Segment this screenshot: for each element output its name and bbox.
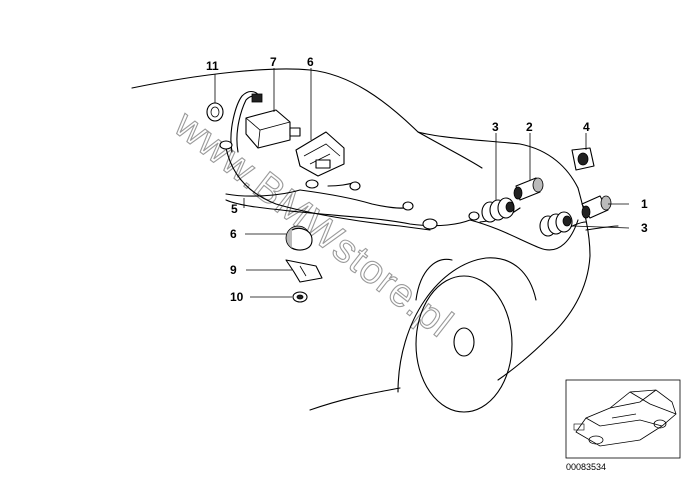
callout-7: 6 bbox=[230, 227, 237, 241]
callout-2: 2 bbox=[526, 120, 533, 134]
watermark: www.BMWstore.pl bbox=[166, 102, 461, 346]
callout-11: 11 bbox=[206, 59, 219, 73]
callout-4: 4 bbox=[583, 120, 590, 134]
reference-code: 00083534 bbox=[566, 462, 606, 472]
rear-wheel bbox=[397, 257, 537, 413]
callout-1: 1 bbox=[641, 197, 648, 211]
sensor-mount-part-3-upper bbox=[481, 197, 515, 223]
callout-5: 5 bbox=[231, 202, 238, 216]
cable-tube-part-5 bbox=[219, 90, 431, 231]
callout-3-upper: 3 bbox=[492, 120, 499, 134]
sensor-mount-part-3-lower bbox=[539, 211, 573, 237]
leader-lines bbox=[214, 68, 630, 298]
grommet-part-11 bbox=[206, 102, 224, 122]
cover-cap-part-7 bbox=[285, 225, 313, 251]
callout-9: 9 bbox=[230, 263, 237, 277]
callout-8: 7 bbox=[270, 55, 277, 69]
callout-3-lower: 3 bbox=[641, 221, 648, 235]
callout-labels: 11 7 6 3 2 4 1 3 5 6 9 10 bbox=[206, 55, 648, 304]
sensor-part-1 bbox=[581, 195, 612, 219]
control-unit-part-8 bbox=[245, 93, 301, 149]
callout-6: 6 bbox=[307, 55, 314, 69]
holder-part-9 bbox=[285, 259, 323, 283]
pdc-sensor-part-2 bbox=[513, 177, 544, 201]
bracket-part-6 bbox=[295, 131, 345, 177]
wiring-harness bbox=[225, 179, 587, 251]
callout-10: 10 bbox=[230, 290, 244, 304]
nut-part-10 bbox=[292, 291, 308, 303]
vehicle-thumbnail bbox=[565, 379, 681, 459]
bracket-plate-part-4 bbox=[571, 147, 595, 171]
